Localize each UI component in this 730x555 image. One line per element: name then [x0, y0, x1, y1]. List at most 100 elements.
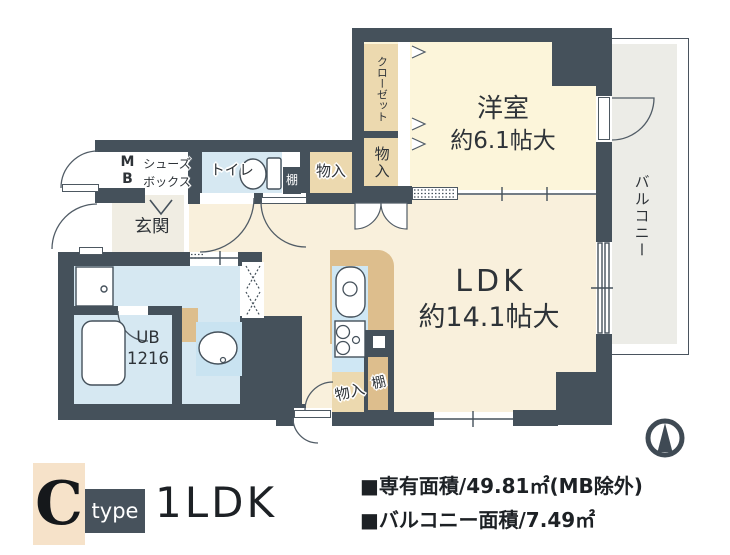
storage-top-box	[364, 138, 398, 188]
north-indicator	[645, 418, 685, 458]
wall	[596, 204, 612, 242]
wall	[352, 186, 412, 204]
folding-door-petal	[380, 202, 408, 230]
door-swing	[60, 150, 99, 189]
wall	[596, 334, 612, 376]
toilet-bowl-icon	[239, 158, 267, 190]
faucet-icon	[342, 281, 358, 297]
door-swing	[304, 381, 334, 411]
wall	[240, 316, 302, 408]
room-label-ldk: LDK	[455, 263, 527, 299]
washer-knob-icon	[100, 285, 108, 293]
layout-text: 1LDK	[155, 478, 278, 527]
wall	[58, 252, 74, 410]
sliding-partition-track	[458, 187, 596, 201]
room-size-western: 約6.1帖大	[450, 127, 556, 154]
door-opening	[200, 193, 254, 204]
wall	[596, 42, 612, 98]
shoe-box-mark	[149, 199, 173, 216]
type-word: type	[91, 499, 139, 523]
closet-door-chevron	[411, 117, 427, 131]
door-swing	[117, 310, 149, 342]
balcony-door-leaf	[598, 97, 610, 140]
folding-door-opening	[242, 262, 264, 318]
entrance-step	[184, 195, 189, 255]
wall	[188, 193, 202, 204]
label-shoe-box: シューズボックス	[143, 157, 191, 189]
pocket-door-hatch	[414, 189, 456, 198]
meter-box-line2: B	[122, 170, 133, 187]
burner-icon	[335, 340, 351, 356]
wall	[66, 252, 190, 266]
wall	[95, 140, 360, 152]
wall	[352, 28, 612, 42]
door-leaf	[294, 410, 331, 418]
room-size-ldk: 約14.1帖大	[418, 302, 560, 334]
wall	[513, 410, 558, 426]
wall	[364, 131, 398, 138]
meter-box	[112, 152, 143, 189]
bathtub-icon	[81, 320, 126, 386]
closet-front-strip	[398, 42, 410, 188]
entrance-door-leaf	[62, 184, 99, 192]
balcony-area-text: ■バルコニー面積/7.49㎡	[360, 508, 596, 532]
vanity-basin-icon	[198, 331, 238, 365]
room-label-western: 洋室	[476, 94, 529, 125]
closet-door-chevron	[411, 137, 427, 151]
exclusive-area-text: ■専有面積/49.81㎡(MB除外)	[360, 474, 643, 498]
label-entrance: 玄関	[134, 216, 170, 237]
label-closet: クローゼット	[375, 56, 389, 122]
door-swing	[199, 197, 255, 253]
type-letter: C	[35, 469, 83, 539]
burner-icon	[351, 335, 361, 345]
sliding-door-opening	[190, 252, 238, 266]
closet-door-chevron	[411, 45, 427, 59]
entrance-floor	[112, 195, 188, 255]
label-unit-bath: UB 1216	[118, 326, 178, 370]
wall	[172, 306, 182, 406]
meter-box-line1: M	[120, 153, 135, 170]
bath-door-opening	[118, 306, 148, 315]
vanity-drain-icon	[219, 356, 227, 364]
burner-icon	[335, 324, 351, 340]
unit-bath-size: 1216	[127, 349, 169, 368]
shelf-strip	[368, 357, 388, 410]
wall	[148, 306, 174, 315]
label-toilet: トイレ	[210, 162, 254, 179]
window-track	[430, 411, 515, 427]
label-meter-box: M B	[112, 152, 143, 189]
toilet-tank-icon	[266, 157, 282, 190]
shoe-box	[144, 152, 190, 194]
north-arrow-icon	[657, 423, 673, 452]
wall	[556, 372, 612, 425]
storage-entry-box	[310, 152, 352, 194]
wall	[95, 188, 145, 203]
counter-block	[373, 336, 385, 348]
folding-door-symbol	[245, 265, 261, 317]
balcony-floor	[610, 44, 677, 344]
door-swing	[51, 203, 98, 250]
wall	[58, 404, 306, 420]
entrance-door-leaf	[79, 247, 103, 255]
washer-icon	[75, 266, 114, 307]
label-storage-top: 物入	[372, 146, 391, 180]
folding-door-petal	[354, 202, 382, 230]
wall	[596, 140, 612, 204]
wall	[188, 150, 202, 195]
wall	[254, 193, 263, 204]
sliding-door-track	[190, 251, 240, 265]
label-storage-entry: 物入	[315, 162, 346, 181]
door-swing	[260, 201, 307, 248]
bath-counter-block	[182, 308, 198, 342]
door-leaf	[261, 197, 307, 204]
type-word-badge: type	[85, 489, 145, 533]
wall	[330, 412, 434, 426]
wall	[66, 306, 118, 315]
storage-kitchen-box	[332, 372, 368, 412]
shelf-badge: 棚	[283, 167, 301, 194]
closet-box	[364, 44, 398, 132]
door-swing	[611, 97, 655, 141]
room-label-balcony: バルコニー	[632, 173, 651, 259]
